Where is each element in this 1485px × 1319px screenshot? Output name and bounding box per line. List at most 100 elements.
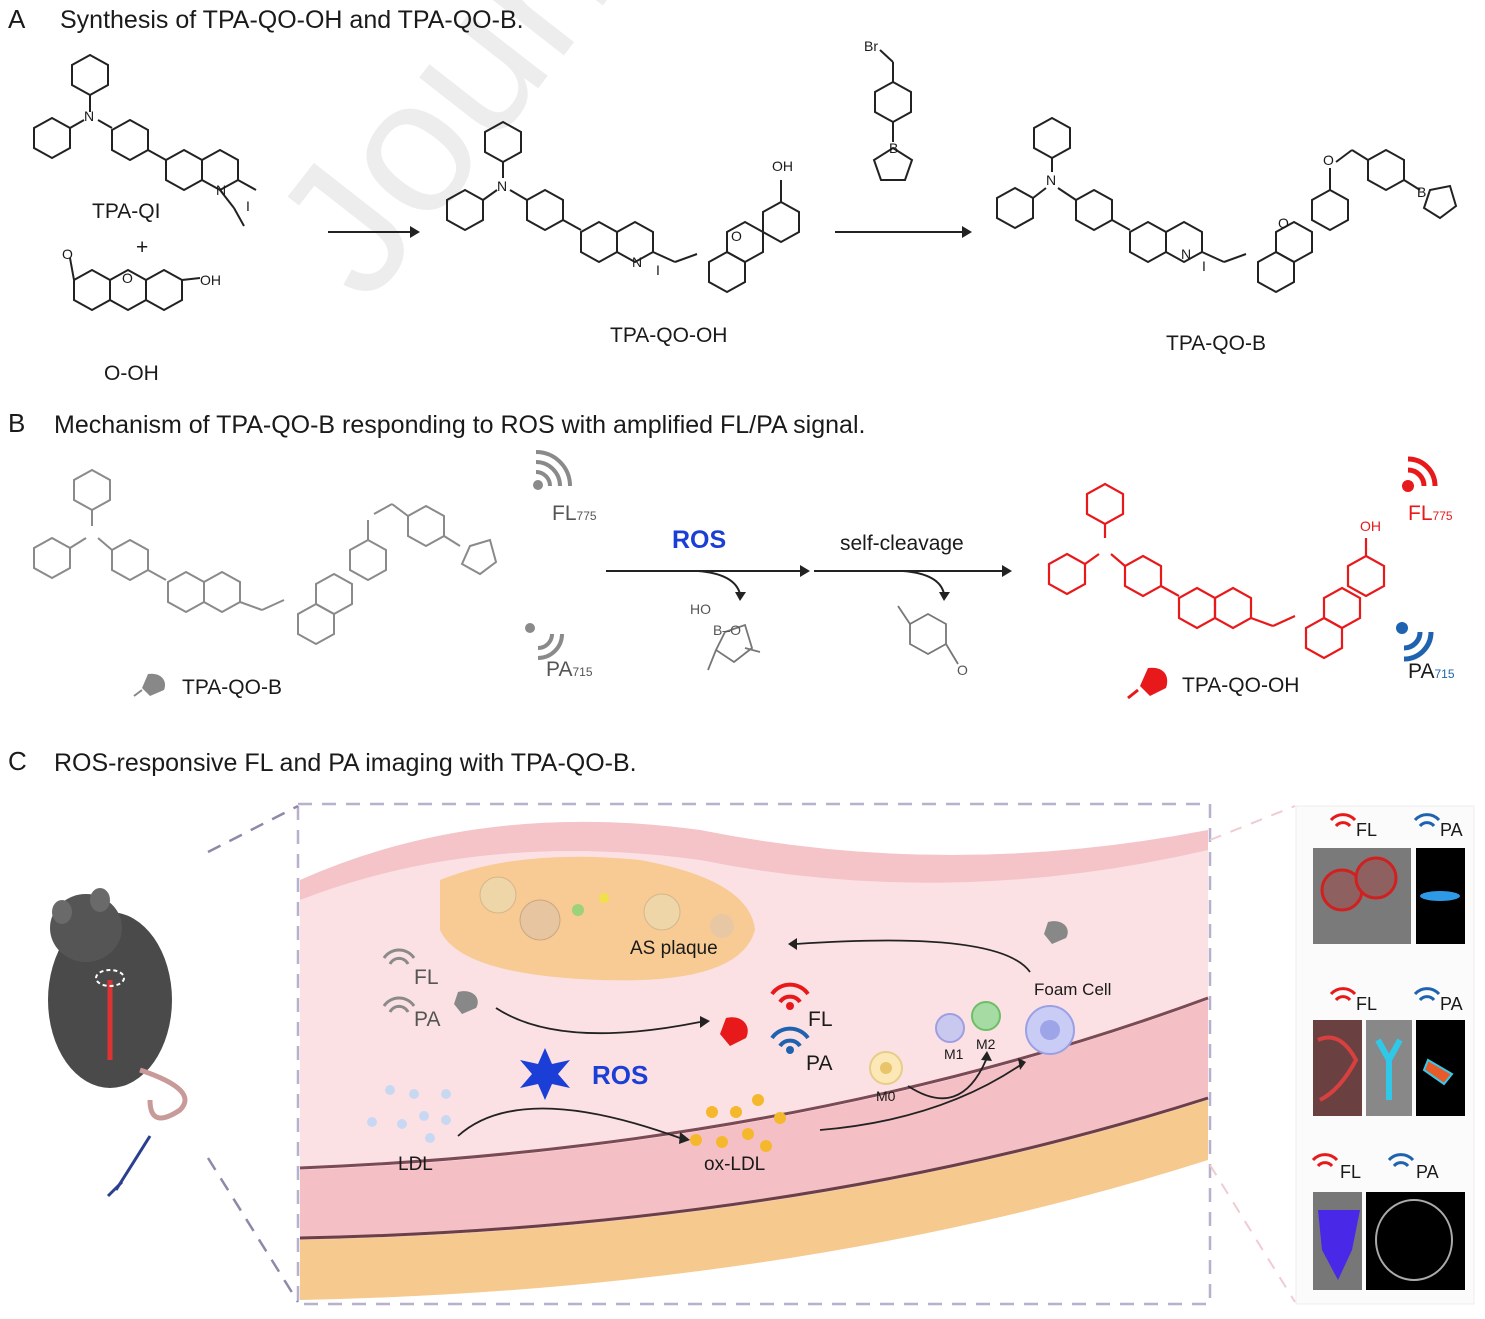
as-plaque-label: AS plaque xyxy=(630,938,718,959)
tpa-qo-b-ring-o: O xyxy=(1278,215,1289,231)
reagent-bromine: Br xyxy=(864,38,878,54)
tpa-qo-oh-xanthene-c xyxy=(762,200,800,244)
plus-sign: + xyxy=(136,236,149,259)
c-gray-fl-label: FL xyxy=(414,966,439,989)
panel-a-letter: A xyxy=(8,4,26,34)
tpa-qi-label: TPA-QI xyxy=(92,200,161,223)
ox-ldl-label: ox-LDL xyxy=(704,1154,766,1175)
panel-b-left-compound: TPA-QO-B xyxy=(182,676,282,699)
gray-pa-label: PA715 xyxy=(546,658,593,682)
panel-row3-pa: PA xyxy=(1416,1162,1439,1182)
c-gray-pa-label: PA xyxy=(414,1008,441,1031)
quinone-methide-o: O xyxy=(957,662,968,678)
tpa-qo-b-quinoline-b xyxy=(1165,220,1203,264)
red-hydroxyl: OH xyxy=(1360,518,1381,534)
gray-fl-text: FL xyxy=(552,502,577,525)
tpa-qi-nplus-atom: N xyxy=(216,182,227,198)
panel-c-letter: C xyxy=(8,746,27,776)
red-fl-label: FL775 xyxy=(1408,502,1453,526)
tpa-qo-oh-iodide: I xyxy=(656,262,660,278)
c-ros-label: ROS xyxy=(592,1060,649,1090)
panel-row2-pa: PA xyxy=(1440,994,1463,1014)
tpa-qi-n-atom: N xyxy=(84,108,95,124)
arrow-2-head xyxy=(962,226,972,238)
tpa-qo-b-pinacol xyxy=(1422,184,1458,220)
panel-b-title: Mechanism of TPA-QO-B responding to ROS … xyxy=(54,411,866,439)
tpa-qi-iodide: I xyxy=(246,198,250,214)
arrow-1-head xyxy=(410,226,420,238)
c-red-fl-label: FL xyxy=(808,1008,833,1031)
red-rocket-c-icon xyxy=(720,1017,748,1046)
tpa-qo-b-boron: B xyxy=(1417,184,1427,200)
reagent-boron: B xyxy=(889,140,899,156)
red-rocket-icon xyxy=(1127,667,1168,700)
vessel-adventitia xyxy=(300,1100,1208,1300)
ros-star-icon xyxy=(520,1048,570,1100)
panel-c-title: ROS-responsive FL and PA imaging with TP… xyxy=(54,749,637,777)
o-oh-aldehyde-o: O xyxy=(62,246,73,262)
blue-pa-label: PA715 xyxy=(1408,660,1455,684)
blue-pa-sub: 715 xyxy=(1434,667,1455,681)
panel-row1-pa: PA xyxy=(1440,820,1463,840)
foam-cell-rocket-icon xyxy=(1044,921,1068,944)
panel-b-letter: B xyxy=(8,408,26,438)
syringe-icon xyxy=(106,1135,152,1198)
m2-label: M2 xyxy=(976,1036,996,1052)
ox-ldl-particles xyxy=(690,1094,786,1152)
foam-cell-label: Foam Cell xyxy=(1034,980,1112,999)
tpa-qo-oh-nplus-atom: N xyxy=(632,254,643,270)
aorta-fl-image xyxy=(1313,1020,1362,1116)
ldl-label: LDL xyxy=(398,1154,433,1175)
o-oh-hydroxyl: OH xyxy=(200,272,221,288)
tpa-qo-oh-ring-o: O xyxy=(731,228,742,244)
ldl-particles xyxy=(367,1085,451,1143)
invivo-pa-image xyxy=(1366,1192,1465,1290)
panel-b-structures xyxy=(33,450,1438,700)
mouse-illustration xyxy=(48,888,188,1121)
as-plaque xyxy=(440,856,755,981)
byproduct-bo: B–O xyxy=(713,622,742,638)
gray-pa-text: PA xyxy=(546,658,573,681)
gray-rocket-c-icon xyxy=(454,991,478,1014)
gray-pa-sub: 715 xyxy=(572,665,593,679)
panel-b-ros: ROS xyxy=(672,526,727,554)
tpa-qo-oh-quinoline-b xyxy=(616,220,654,264)
panel-b-right-compound: TPA-QO-OH xyxy=(1182,674,1300,697)
vessel-intima xyxy=(300,821,1208,900)
m1-label: M1 xyxy=(944,1046,964,1062)
tpa-qo-b-xanthene-c xyxy=(1311,188,1349,232)
tpa-qi-phenyl-right xyxy=(111,118,149,162)
o-oh-ring-o: O xyxy=(122,270,133,286)
vessel-media xyxy=(300,1000,1208,1240)
c-blue-pa-label: PA xyxy=(806,1052,833,1075)
panel-row3-fl: FL xyxy=(1340,1162,1362,1182)
gray-fl-label: FL775 xyxy=(552,502,597,526)
panel-a-structures xyxy=(33,49,1458,312)
tpa-qo-oh-hydroxyl: OH xyxy=(772,158,793,174)
tpa-qo-b-ether-o: O xyxy=(1323,152,1334,168)
tpa-qo-b-n-atom: N xyxy=(1046,172,1057,188)
panel-row2-fl: FL xyxy=(1356,994,1378,1014)
tpa-qo-b-iodide: I xyxy=(1202,258,1206,274)
tpa-qo-b-label: TPA-QO-B xyxy=(1166,332,1266,355)
reagent-pinacol xyxy=(872,146,914,181)
tpa-qo-oh-label: TPA-QO-OH xyxy=(610,324,728,347)
gray-rocket-icon xyxy=(133,673,166,697)
blue-pa-text: PA xyxy=(1408,660,1435,683)
m2-cell xyxy=(971,1001,1001,1031)
red-fl-sub: 775 xyxy=(1432,509,1453,523)
m1-cell xyxy=(935,1013,965,1043)
gray-fl-sub: 775 xyxy=(576,509,597,523)
m0-label: M0 xyxy=(876,1088,896,1104)
gray-fl-signal xyxy=(535,450,572,487)
panel-row1-fl: FL xyxy=(1356,820,1378,840)
self-cleavage-label: self-cleavage xyxy=(840,532,964,555)
tpa-qo-b-xanthene-b xyxy=(1275,220,1313,264)
tpa-qo-b-nplus-atom: N xyxy=(1181,246,1192,262)
red-fl-text: FL xyxy=(1408,502,1433,525)
o-oh-label: O-OH xyxy=(104,362,159,385)
byproduct-ho: HO xyxy=(690,601,711,617)
panel-a-title: Synthesis of TPA-QO-OH and TPA-QO-B. xyxy=(60,6,524,34)
tpa-qo-oh-n-atom: N xyxy=(497,178,508,194)
